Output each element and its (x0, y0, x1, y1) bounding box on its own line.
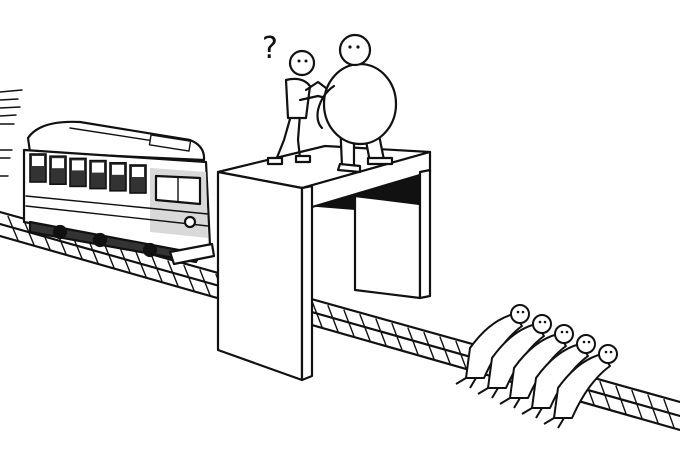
tram-window-glare (92, 162, 104, 173)
worker-head (532, 314, 552, 334)
worker-head (576, 334, 596, 354)
track-worker (521, 334, 596, 419)
worker-eye (516, 310, 520, 314)
tram (22, 120, 216, 266)
rail-sleeper (359, 313, 371, 342)
rail-sleeper (119, 246, 131, 273)
tram-window-glare (32, 156, 44, 166)
rail-sleeper (647, 394, 659, 424)
worker-legs (521, 407, 543, 419)
track-workers (455, 304, 618, 429)
rail-sleeper (311, 300, 323, 328)
worker-body (487, 323, 545, 389)
rail-sleeper (615, 385, 627, 415)
worker-eye (587, 340, 591, 344)
rail-sleeper (7, 215, 19, 241)
question-mark: ? (262, 31, 278, 66)
worker-head (554, 324, 574, 344)
rail-sleeper (103, 242, 115, 269)
worker-head (598, 344, 618, 364)
worker-body (531, 343, 589, 409)
worker-eye (538, 320, 542, 324)
worker-body (553, 353, 611, 419)
track-worker (477, 314, 552, 399)
tram-window-glare (72, 160, 84, 171)
rail-sleeper (183, 264, 195, 292)
tram-window-glare (132, 167, 144, 177)
rail-sleeper (23, 220, 35, 246)
rail-sleeper (343, 309, 355, 337)
rail-sleeper (423, 331, 435, 360)
worker-legs (543, 417, 565, 429)
large-person (316, 33, 398, 174)
worker-body (465, 313, 523, 379)
track-worker (455, 304, 530, 389)
rail-sleeper (167, 260, 179, 287)
rail-sleeper (327, 304, 339, 333)
worker-legs (455, 377, 477, 389)
rail-sleeper (663, 398, 675, 429)
rail-sleeper (199, 269, 211, 296)
rail-sleeper (391, 322, 403, 351)
worker-eye (560, 330, 564, 334)
worker-eye (582, 340, 586, 344)
rail-sleeper (135, 251, 147, 278)
tram-windows (29, 153, 147, 194)
worker-eye (609, 350, 613, 354)
track-worker (543, 344, 618, 429)
worker-body (509, 333, 567, 399)
rail-sleeper (375, 318, 387, 346)
rail-sleeper (599, 380, 611, 410)
rail-sleeper (631, 389, 643, 420)
worker-eye (604, 350, 608, 354)
track-worker (499, 324, 574, 409)
rail-sleeper (439, 336, 451, 365)
worker-legs (499, 397, 521, 409)
rail-sleeper (407, 327, 419, 356)
worker-head (510, 304, 530, 324)
worker-eye (521, 310, 525, 314)
rail-sleeper (151, 255, 163, 283)
speed-lines (0, 89, 23, 177)
worker-eye (543, 320, 547, 324)
small-person: ? (262, 31, 328, 166)
rail-sleeper (455, 340, 467, 369)
tram-window-glare (112, 164, 124, 175)
worker-eye (565, 330, 569, 334)
worker-legs (477, 387, 499, 399)
tram-window-glare (52, 158, 64, 169)
